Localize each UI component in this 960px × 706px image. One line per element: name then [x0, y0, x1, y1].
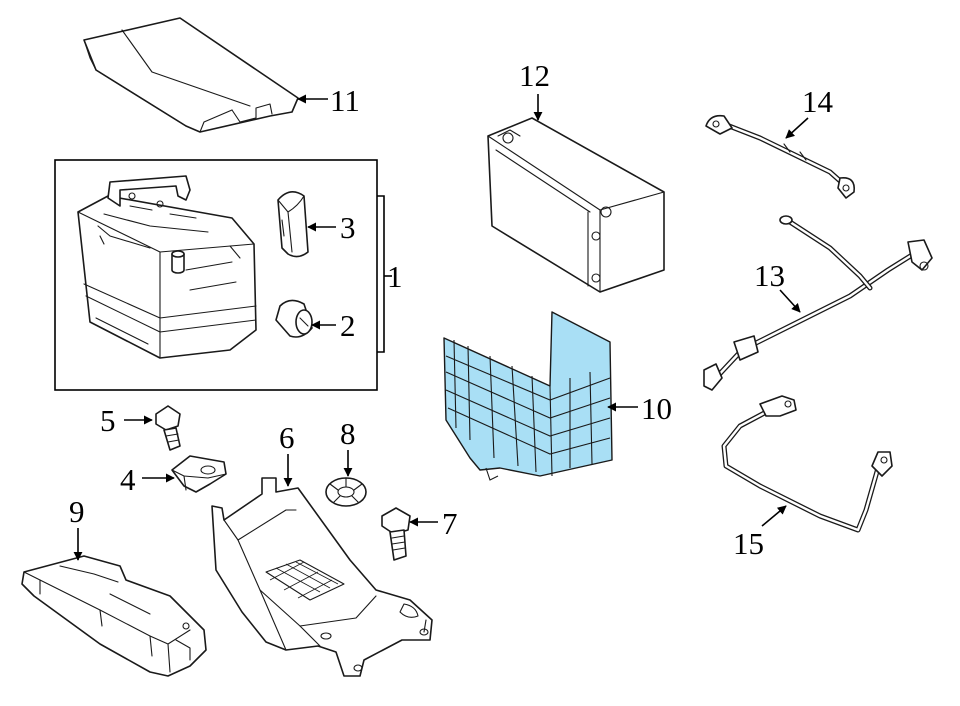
callout-14: 14	[802, 84, 834, 119]
callout-7: 7	[442, 506, 458, 541]
battery-kit-frame	[54, 159, 378, 391]
part-1-battery[interactable]	[77, 175, 257, 359]
callout-6: 6	[279, 420, 295, 455]
part-2-terminal-plug[interactable]	[275, 299, 313, 338]
part-15-ground-cable[interactable]	[721, 395, 893, 533]
callout-15: 15	[733, 526, 764, 561]
callout-4: 4	[120, 462, 136, 497]
callout-11: 11	[330, 83, 360, 118]
callout-labels: 11 12 14 3 1 13 2 10 5 6 8 4 7 9 15	[69, 58, 834, 561]
callout-13: 13	[754, 258, 785, 293]
part-4-bracket[interactable]	[171, 455, 227, 493]
part-3-terminal-cover[interactable]	[277, 191, 309, 258]
callout-5: 5	[100, 403, 116, 438]
callout-3: 3	[340, 210, 356, 245]
callout-10: 10	[641, 391, 672, 426]
part-9-battery-support[interactable]	[21, 555, 207, 677]
part-5-bolt[interactable]	[155, 405, 181, 451]
part-6-battery-tray[interactable]	[211, 477, 433, 677]
leader-lines	[73, 94, 809, 561]
callout-1: 1	[387, 259, 403, 294]
callout-2: 2	[340, 308, 356, 343]
part-8-clip[interactable]	[325, 477, 367, 507]
callout-9: 9	[69, 494, 85, 529]
part-12-battery[interactable]	[487, 117, 665, 293]
callout-8: 8	[340, 416, 356, 451]
callout-12: 12	[519, 58, 550, 93]
part-11-battery-cover[interactable]	[83, 17, 299, 133]
part-13-cable-harness[interactable]	[703, 215, 933, 391]
part-7-bolt[interactable]	[381, 507, 411, 561]
part-10-heat-shield[interactable]	[443, 311, 613, 481]
part-14-cable[interactable]	[705, 114, 856, 199]
